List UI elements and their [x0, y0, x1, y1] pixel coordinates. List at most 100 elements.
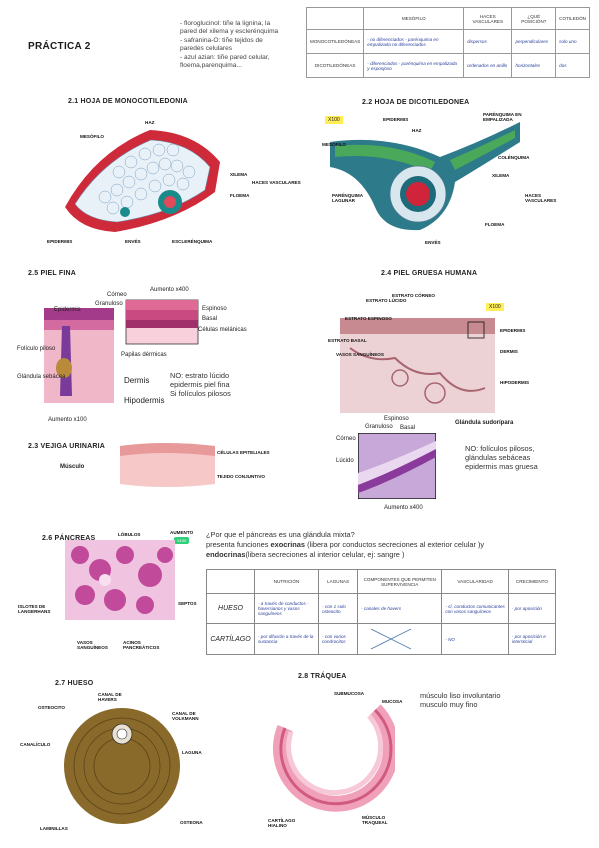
zoom-badge: X100	[325, 116, 343, 124]
bone-cartilage-table: NUTRICIÓN LAGUNAS COMPONENTES QUE PERMIT…	[206, 569, 557, 655]
label-islotes: ISLOTES DE LANGERHANS	[18, 604, 51, 614]
section-title-thin-skin: 2.5 PIEL FINA	[28, 270, 76, 277]
table-cell: - sí, conductos comunicantes con vasos s…	[441, 593, 509, 624]
table-header: NUTRICIÓN	[253, 569, 320, 594]
label-estrato-basal: ESTRATO BASAL	[328, 338, 367, 343]
label-vasos-sanguineos: VASOS SANGUÍNEOS	[336, 352, 384, 357]
label-mucosa: MUCOSA	[382, 699, 403, 704]
pancreas-question: ¿Por que el páncreas es una glándula mix…	[206, 530, 355, 539]
label-corneo-thick: Córneo	[336, 436, 356, 442]
thick-skin-illustration	[340, 318, 495, 413]
label-canaliculo: CANALÍCULO	[20, 742, 51, 747]
table-cell: - por aposición	[507, 593, 557, 624]
table-header: VASCULARIDAD	[441, 569, 509, 594]
table-row: DICOTILEDÓNEAS - diferenciados - parénqu…	[305, 53, 590, 78]
zoom-label-top: AUMENTO	[170, 530, 194, 535]
label-papilas: Papilas dérmicas	[121, 352, 167, 358]
zoom-badge: X100	[486, 303, 504, 311]
note-line: NO: estrato lúcido	[170, 371, 230, 380]
label-estrato-lucido: ESTRATO LÚCIDO	[366, 298, 407, 303]
section-title-bone: 2.7 HUESO	[55, 680, 94, 687]
note-line: epidermis piel fina	[170, 380, 230, 389]
table-cell: CARTÍLAGO	[206, 623, 255, 655]
table-header: HACES VASCULARES	[463, 7, 513, 30]
stain-notes: - floroglucinol: tiñe la lignina, la par…	[180, 20, 310, 70]
bone-osteon-illustration	[64, 708, 180, 824]
label-espinoso: Espinoso	[202, 306, 227, 312]
label-enves-dicot: ENVÉS	[425, 240, 441, 245]
table-cell-crossed	[357, 623, 443, 655]
label-hipodermis: Hipodermis	[124, 396, 165, 405]
table-cell: - con 1 solo osteocito	[318, 593, 359, 624]
table-header: COTILEDÓN	[555, 7, 590, 30]
note-line: musculo muy fino	[420, 700, 478, 709]
label-colenquima: COLÉNQUIMA	[498, 155, 530, 160]
section-title-dicot: 2.2 HOJA DE DICOTILEDONEA	[362, 99, 470, 106]
table-cell: dispersos	[463, 29, 513, 54]
table-cell: horizontales	[511, 53, 557, 78]
table-cell: MONOCOTILEDÓNEAS	[305, 29, 365, 54]
label-musculo: Músculo	[60, 464, 85, 470]
label-esclerenquima: ESCLERÉNQUIMA	[172, 239, 213, 244]
note-line: NO: folículos pilosos,	[465, 444, 535, 453]
table-cell: - canales de havers	[357, 593, 443, 624]
pancreas-illustration	[65, 540, 175, 620]
table-header: LAGUNAS	[318, 569, 359, 594]
label-septos: SEPTOS	[178, 601, 197, 606]
table-header	[206, 569, 255, 594]
table-cell: - con varios condrocitos	[318, 623, 359, 655]
label-osteona: OSTEONA	[180, 820, 203, 825]
label-cartilago-hialino: CARTÍLAGO HIALINO	[268, 818, 296, 828]
table-cell: - diferenciados - parénquima en empaliza…	[363, 53, 465, 78]
label-basal: Basal	[202, 316, 218, 322]
note-line: floema,parenquima...	[180, 62, 242, 70]
note-line: paredes celulares	[180, 45, 233, 53]
label-haces: HACES VASCULARES	[252, 180, 301, 185]
monocot-leaf-illustration	[65, 130, 220, 232]
label-epidermis-thin: Epidermis	[54, 307, 81, 313]
section-title-pancreas: 2.6 PÁNCREAS	[42, 535, 96, 542]
label-tejido-conjuntivo: TEJIDO CONJUNTIVO	[217, 474, 265, 479]
note-line: - floroglucinol: tiñe la lignina, la	[180, 20, 271, 27]
label-xilema: XILEMA	[230, 172, 248, 177]
bladder-illustration	[120, 443, 215, 487]
note-line: músculo liso involuntario	[420, 691, 501, 700]
table-cell: solo uno	[555, 29, 590, 54]
label-glandula-sebacea: Glándula sebácea	[17, 374, 66, 380]
label-floema-dicot: FLOEMA	[485, 222, 505, 227]
table-cell: - NO	[441, 623, 509, 655]
label-acinos: ACINOS PANCREÁTICOS	[123, 640, 160, 650]
table-row: CARTÍLAGO - por difusión a través de la …	[206, 623, 557, 655]
label-corneo: Córneo	[107, 292, 127, 298]
label-basal-thick: Basal	[400, 425, 416, 431]
thin-skin-illustration	[44, 299, 199, 403]
label-epidermis: EPIDERMIS	[47, 239, 73, 244]
table-cell: DICOTILEDÓNEAS	[305, 53, 365, 78]
table-header: ¿QUÉ POSICIÓN?	[511, 7, 557, 30]
leaf-comparison-table: MESÓFILO HACES VASCULARES ¿QUÉ POSICIÓN?…	[305, 7, 590, 78]
table-cell: - a través de conductos - haversianos y …	[253, 593, 320, 624]
answer-text: (libera secreciones al interior celular,…	[245, 550, 405, 559]
label-glandula-sudoripara: Glándula sudorípara	[455, 420, 514, 426]
table-cell: - por aposición e intersticial	[507, 623, 557, 655]
note-line: epidermis mas gruesa	[465, 462, 538, 471]
answer-text: presenta funciones	[206, 540, 271, 549]
section-title-bladder: 2.3 VEJIGA URINARIA	[28, 443, 106, 450]
thick-skin-detail	[358, 433, 436, 499]
zoom-label-bottom-thick: Aumento x400	[384, 505, 423, 511]
table-header	[305, 7, 365, 30]
table-cell: - por difusión a través de la sustancia	[253, 623, 320, 655]
label-enves: ENVÉS	[125, 239, 141, 244]
label-epidermis-thick: EPIDERMIS	[500, 328, 526, 333]
table-header: MESÓFILO	[363, 7, 465, 30]
section-title-trachea: 2.8 TRÁQUEA	[298, 673, 347, 680]
label-osteocito: OSTEOCITO	[38, 705, 65, 710]
label-musculo-traqueal: MÚSCULO TRAQUEAL	[362, 815, 388, 825]
label-mesofilo-dicot: MESÓFILO	[322, 142, 346, 147]
zoom-label-bottom: Aumento x100	[48, 417, 87, 423]
label-lucido-thick: Lúcido	[336, 458, 354, 464]
label-haces-dicot: HACES VASCULARES	[525, 193, 557, 203]
label-dermis: Dermis	[124, 376, 150, 385]
label-laminillas: LAMINILLAS	[40, 826, 68, 831]
pancreas-answer-2: endocrinas(libera secreciones al interio…	[206, 550, 404, 559]
